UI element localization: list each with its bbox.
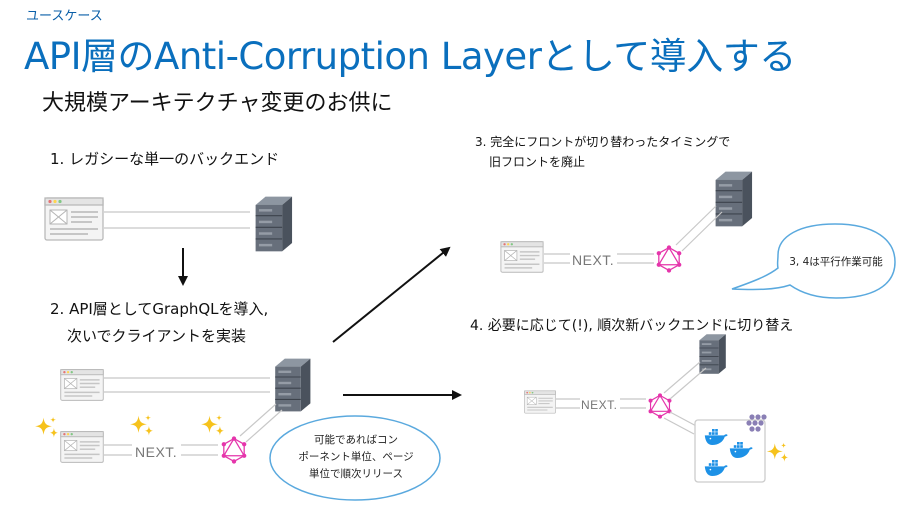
- graphql-icon: [648, 393, 672, 419]
- legacy-frontend-browser-icon: [60, 368, 104, 402]
- stage-2-diagram: NEXT. 可能であればコン ポーネント単位、ページ 単位で順次リリース: [34, 358, 441, 501]
- bubble-text-line3: 単位で順次リリース: [309, 467, 403, 480]
- step-2-label-line1: 2. API層としてGraphQLを導入,: [50, 300, 269, 318]
- connection-line: [663, 361, 701, 394]
- sparkle-icon: [766, 442, 789, 462]
- step-3-label-line1: 3. 完全にフロントが切り替わったタイミングで: [475, 135, 731, 149]
- step-4-label: 4. 必要に応じて(!), 順次新バックエンドに切り替え: [470, 318, 794, 334]
- new-frontend-browser-icon: [524, 390, 556, 414]
- stage-1-diagram: [44, 196, 293, 286]
- legacy-backend-server-icon: [698, 333, 727, 375]
- speech-bubble: [269, 415, 441, 501]
- connection-line: [681, 211, 723, 252]
- connection-line: [239, 403, 277, 437]
- slide-subtitle: 大規模アーキテクチャ変更のお供に: [42, 91, 393, 116]
- bubble-text-line2: ポーネント単位、ページ: [298, 450, 413, 463]
- graphql-icon: [221, 436, 247, 464]
- legacy-frontend-browser-icon: [44, 197, 104, 241]
- legacy-backend-server-icon: [715, 171, 753, 227]
- connection-line: [245, 409, 283, 443]
- connection-line: [675, 205, 717, 246]
- stage-3-diagram: NEXT. 3, 4は平行作業可能: [500, 171, 896, 299]
- step-3-label-line2: 旧フロントを廃止: [489, 155, 586, 169]
- slide-title: API層のAnti-Corruption Layerとして導入する: [24, 35, 796, 78]
- step-2-label-line2: 次いでクライアントを実装: [67, 327, 246, 345]
- graphql-icon: [656, 245, 682, 273]
- connection-line: [669, 367, 707, 400]
- nextjs-logo: NEXT.: [581, 398, 618, 412]
- step-1-label: 1. レガシーな単一のバックエンド: [50, 150, 280, 168]
- sparkle-icon: [129, 414, 154, 436]
- legacy-backend-server-icon: [255, 196, 293, 252]
- bubble-text: 3, 4は平行作業可能: [789, 255, 883, 268]
- new-frontend-browser-icon: [60, 430, 104, 464]
- sparkle-icon: [200, 414, 225, 436]
- nextjs-logo: NEXT.: [572, 252, 614, 268]
- section-label: ユースケース: [26, 9, 103, 24]
- arrow-to-step-3: [332, 246, 451, 343]
- nextjs-logo: NEXT.: [135, 444, 177, 460]
- sparkle-icon: [34, 416, 59, 438]
- legacy-backend-server-icon: [274, 358, 311, 412]
- stage-4-diagram: NEXT.: [524, 333, 789, 483]
- new-frontend-browser-icon: [500, 241, 544, 273]
- container-cluster-icon: [746, 414, 767, 432]
- bubble-text-line1: 可能であればコン: [314, 433, 398, 446]
- speech-bubble: [731, 223, 896, 299]
- connection-line: [663, 417, 695, 435]
